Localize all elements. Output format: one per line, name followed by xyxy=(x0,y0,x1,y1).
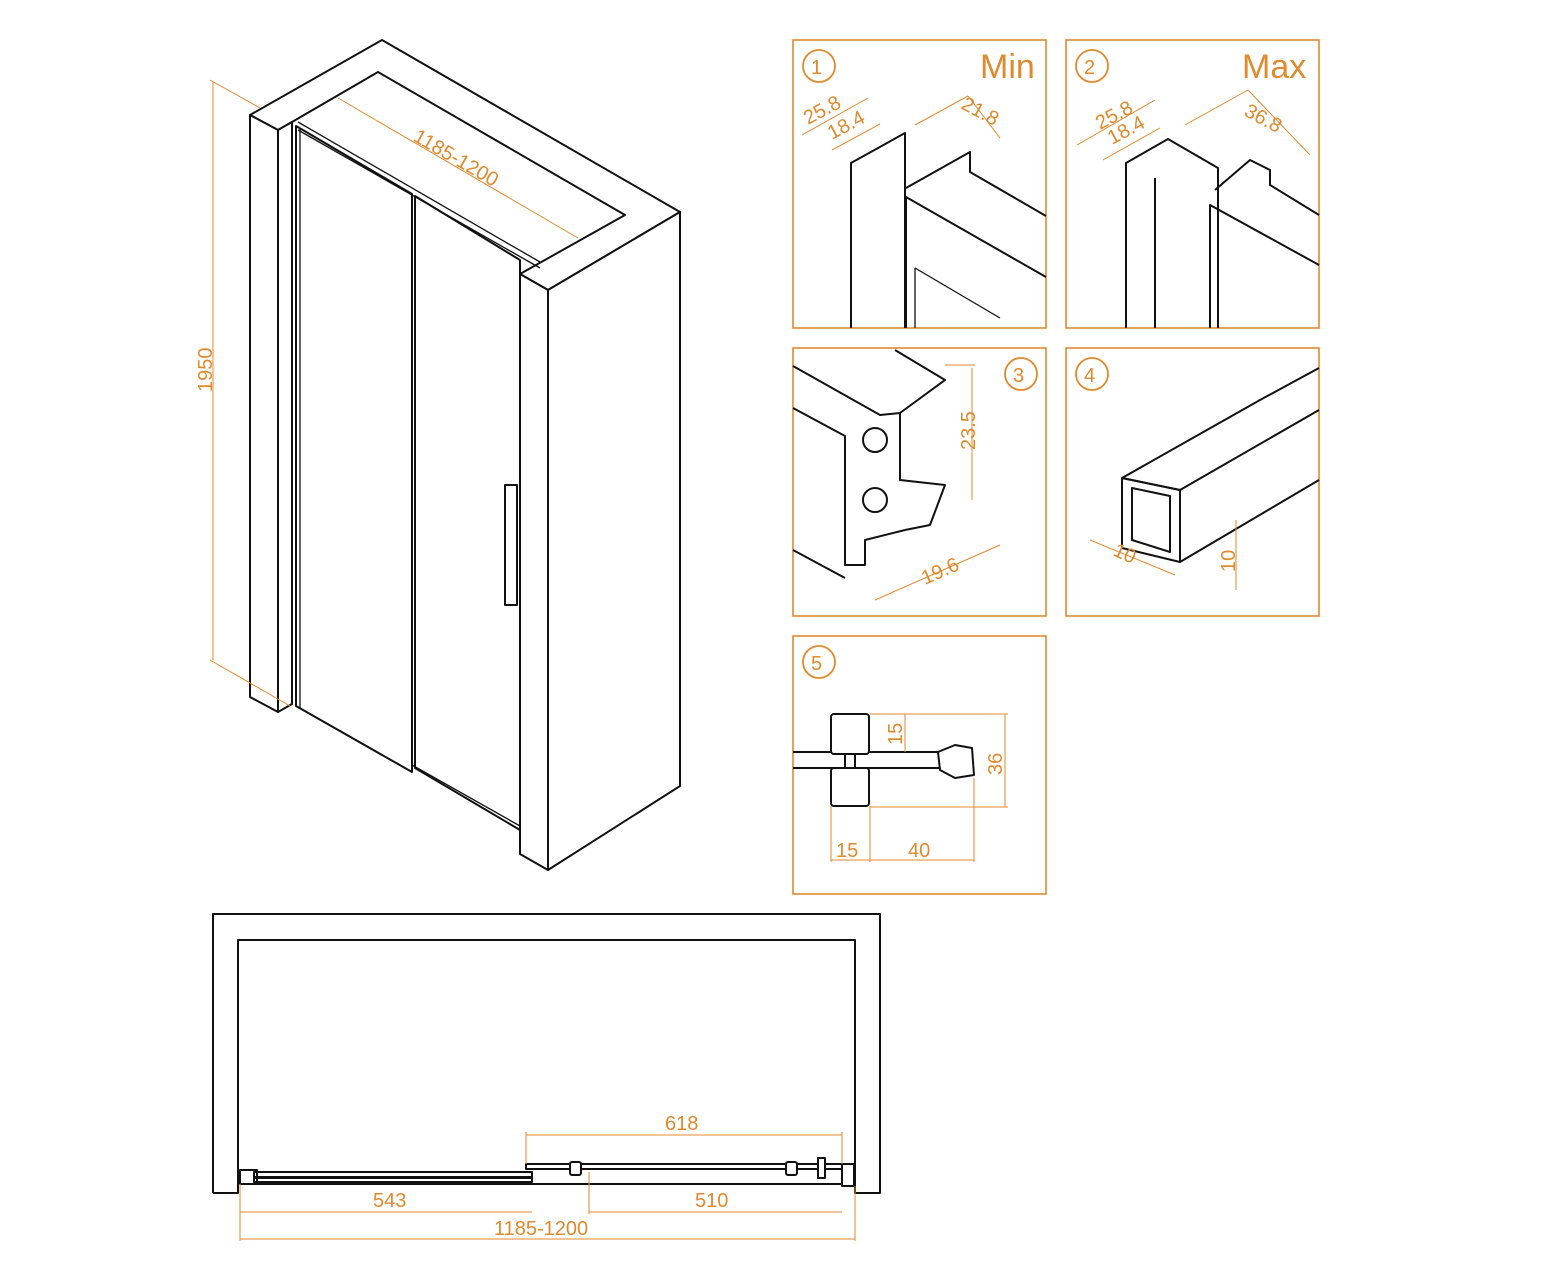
dimension-label: 10 xyxy=(1110,539,1139,568)
dimension-label: 1 xyxy=(811,57,822,79)
overlap-dimension: 618 xyxy=(665,1113,698,1135)
dimension-label: 10 xyxy=(1218,550,1240,572)
left-wall-front xyxy=(249,114,279,713)
isometric-view: 1950 1185-1200 xyxy=(195,39,681,871)
dimension-label: 3 xyxy=(1013,365,1024,387)
door-handle xyxy=(504,484,518,606)
dimension-label: 15 xyxy=(885,723,907,745)
detail-3-rail: 3 23.5 19.6 xyxy=(792,347,1047,617)
detail-5-handle: 5 15 36 15 40 xyxy=(792,635,1047,895)
dimension-label: 15 xyxy=(836,840,858,862)
dimension-label: 5 xyxy=(811,653,822,675)
detail-1-min: 1 Min 25.8 18.4 21.8 xyxy=(792,39,1047,329)
dimension-label: 40 xyxy=(908,840,930,862)
plan-view: 618 543 510 1185-1200 xyxy=(212,913,881,1241)
dimension-label: Max xyxy=(1242,48,1306,86)
right-wall-side xyxy=(547,211,681,871)
total-width-dimension: 1185-1200 xyxy=(494,1218,588,1240)
sliding-panel xyxy=(414,195,521,831)
dimension-label: 2 xyxy=(1084,57,1095,79)
dimension-label: 23.5 xyxy=(958,411,980,450)
right-wall-front xyxy=(519,273,549,871)
detail-2-max: 2 Max 25.8 18.4 36.8 xyxy=(1065,39,1320,329)
sliding-panel-dimension: 510 xyxy=(695,1190,728,1212)
dimension-label: 36.8 xyxy=(1241,100,1286,138)
dimension-label: 19.6 xyxy=(918,554,963,590)
dimension-label: 4 xyxy=(1084,365,1095,387)
fixed-glass xyxy=(253,1177,533,1183)
dimension-label: 21.8 xyxy=(958,93,1003,131)
detail-4-profile: 4 10 10 xyxy=(1065,347,1320,617)
fixed-panel-dimension: 543 xyxy=(373,1190,406,1212)
dimension-label: Min xyxy=(980,48,1035,86)
fixed-panel xyxy=(295,125,413,773)
wall-profile-right xyxy=(841,1163,855,1187)
height-dimension: 1950 xyxy=(195,348,217,393)
dimension-label: 36 xyxy=(985,753,1007,775)
left-wall-side xyxy=(277,121,293,713)
